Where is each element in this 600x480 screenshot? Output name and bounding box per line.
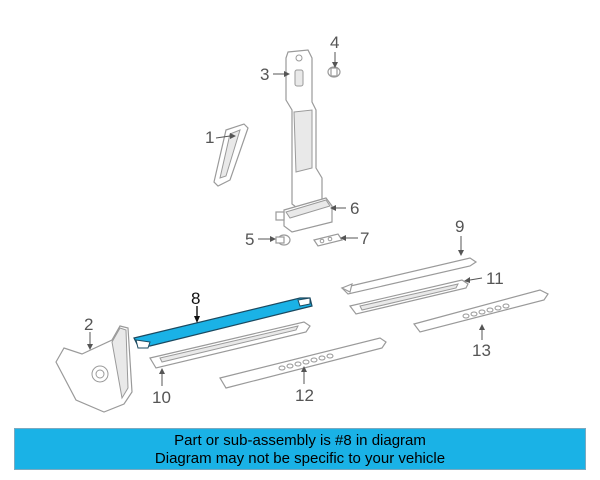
callout-4: 4 <box>330 33 339 52</box>
banner-line-2: Diagram may not be specific to your vehi… <box>154 450 446 467</box>
part-13-step-plate <box>412 289 549 333</box>
part-12-step-plate <box>219 337 387 389</box>
callout-3: 3 <box>260 65 269 84</box>
info-banner: Part or sub-assembly is #8 in diagram Di… <box>14 428 586 470</box>
part-8-highlighted-sill <box>133 297 313 349</box>
banner-line-1: Part or sub-assembly is #8 in diagram <box>174 432 426 449</box>
part-6-bracket <box>275 197 333 233</box>
part-10-sill-plate <box>149 321 311 369</box>
callout-13: 13 <box>472 341 491 360</box>
callout-5: 5 <box>245 230 254 249</box>
part-8-end-tab-right <box>297 297 311 307</box>
part-11-scuff-plate <box>348 279 469 315</box>
part-4-clip <box>327 66 341 78</box>
callout-10: 10 <box>152 388 171 407</box>
callout-12: 12 <box>295 386 314 405</box>
callout-7: 7 <box>360 229 369 248</box>
callout-9: 9 <box>455 217 464 236</box>
part-9-sill-plate <box>340 257 478 295</box>
part-8-body <box>133 297 313 347</box>
part-7-small-bracket <box>313 233 343 247</box>
part-1-trim-piece <box>213 123 249 187</box>
part-8-end-tab-left <box>135 339 151 349</box>
leader-lines <box>87 52 485 386</box>
callout-11: 11 <box>486 269 504 288</box>
parts-diagram: 1 2 3 4 5 6 7 8 9 10 11 12 13 <box>55 33 549 413</box>
callout-8: 8 <box>191 289 200 308</box>
callout-2: 2 <box>84 315 93 334</box>
callout-1: 1 <box>205 128 214 147</box>
part-2-lower-panel <box>55 325 133 413</box>
callout-labels: 1 2 3 4 5 6 7 8 9 10 11 12 13 <box>84 33 504 407</box>
part-3-pillar-trim <box>285 49 323 211</box>
part-13-grille <box>462 303 510 319</box>
part-5-push-pin <box>275 234 291 246</box>
callout-6: 6 <box>350 199 359 218</box>
part-12-grille <box>278 353 334 371</box>
